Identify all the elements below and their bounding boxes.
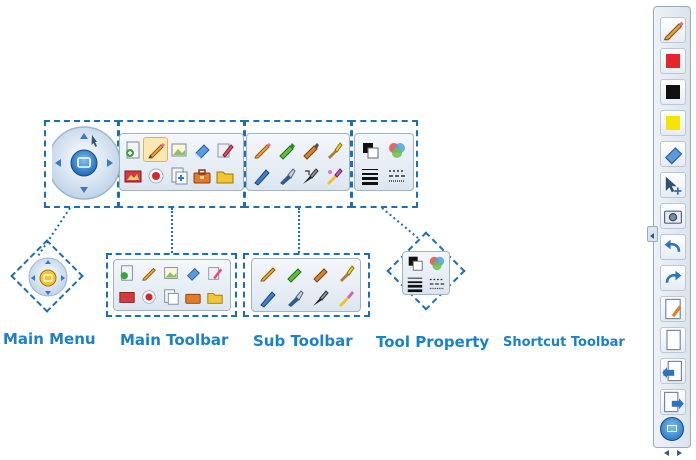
main-menu-dial[interactable] <box>47 123 121 203</box>
next-page-icon[interactable] <box>660 389 686 415</box>
line-style-icon[interactable] <box>428 275 446 293</box>
tool-property-top <box>354 133 414 191</box>
highlighter-icon[interactable] <box>284 263 304 283</box>
calligraphy-pen-icon[interactable] <box>300 166 320 186</box>
tool-property-bottom <box>402 251 450 295</box>
undo-icon[interactable] <box>660 234 686 260</box>
toolbox-icon[interactable] <box>192 166 212 186</box>
main-toolbar-top <box>119 133 244 191</box>
line-width-icon[interactable] <box>360 166 380 186</box>
pencil-selected-highlight <box>143 137 168 162</box>
sub-toolbar-label: Sub Toolbar <box>253 332 353 350</box>
sub-toolbar-dashed-region <box>243 120 353 208</box>
pencil-icon[interactable] <box>146 140 166 160</box>
camera-icon[interactable] <box>660 203 686 229</box>
marker-icon[interactable] <box>300 140 320 160</box>
main-toolbar-label: Main Toolbar <box>120 331 229 349</box>
brush-icon[interactable] <box>324 140 344 160</box>
main-toolbar-bottom <box>113 259 231 311</box>
main-menu-dial-small[interactable] <box>27 256 69 298</box>
tool-property-dashed-region <box>350 120 418 208</box>
new-page-icon[interactable] <box>118 264 136 282</box>
magic-brush-icon[interactable] <box>324 166 344 186</box>
open-document-icon[interactable] <box>660 296 686 322</box>
pen-edit-icon[interactable] <box>215 140 235 160</box>
picture-icon[interactable] <box>118 288 136 306</box>
collapse-tab-icon[interactable] <box>647 226 658 242</box>
chisel-pen-icon[interactable] <box>284 288 304 308</box>
connector-main-toolbar <box>171 208 173 253</box>
shortcut-toolbar-label: Shortcut Toolbar <box>503 335 625 350</box>
main-menu-label: Main Menu <box>3 330 96 348</box>
connector-tool-property <box>381 207 419 239</box>
calligraphy-pen-icon[interactable] <box>310 288 330 308</box>
record-icon[interactable] <box>140 288 158 306</box>
black-color-icon[interactable] <box>660 79 686 105</box>
eraser-icon[interactable] <box>660 141 686 167</box>
tool-property-label: Tool Property <box>376 333 490 351</box>
sub-toolbar-top <box>246 133 350 191</box>
sub-toolbar-dashed-box <box>243 253 370 317</box>
sub-toolbar-bottom <box>251 258 361 312</box>
image-frame-icon[interactable] <box>169 140 189 160</box>
document-icon[interactable] <box>162 288 180 306</box>
image-frame-icon[interactable] <box>162 264 180 282</box>
pen-icon[interactable] <box>258 288 278 308</box>
color-swatch-icon[interactable] <box>406 254 424 272</box>
pencil-icon[interactable] <box>660 17 686 43</box>
shortcut-toolbar <box>647 6 691 456</box>
eraser-icon[interactable] <box>184 264 202 282</box>
pen-edit-icon[interactable] <box>206 264 224 282</box>
pencil-icon[interactable] <box>252 140 272 160</box>
folder-icon[interactable] <box>206 288 224 306</box>
main-toolbar-dashed-box <box>106 253 237 317</box>
red-color-icon[interactable] <box>660 48 686 74</box>
pen-icon[interactable] <box>252 166 272 186</box>
pencil-icon[interactable] <box>140 264 158 282</box>
pencil-icon[interactable] <box>258 263 278 283</box>
color-swatch-icon[interactable] <box>360 140 380 160</box>
line-style-icon[interactable] <box>387 166 407 186</box>
magic-brush-icon[interactable] <box>336 288 356 308</box>
color-palette-icon[interactable] <box>428 254 446 272</box>
eraser-icon[interactable] <box>192 140 212 160</box>
previous-page-icon[interactable] <box>660 358 686 384</box>
record-icon[interactable] <box>146 166 166 186</box>
redo-icon[interactable] <box>660 265 686 291</box>
marker-icon[interactable] <box>310 263 330 283</box>
main-menu-icon[interactable] <box>660 417 684 441</box>
select-move-icon[interactable] <box>660 172 686 198</box>
line-width-icon[interactable] <box>406 275 424 293</box>
resize-arrows-icon[interactable] <box>664 441 682 456</box>
toolbox-icon[interactable] <box>184 288 202 306</box>
folder-icon[interactable] <box>215 166 235 186</box>
yellow-color-icon[interactable] <box>660 110 686 136</box>
blank-page-icon[interactable] <box>660 327 686 353</box>
document-icon[interactable] <box>169 166 189 186</box>
highlighter-icon[interactable] <box>276 140 296 160</box>
chisel-pen-icon[interactable] <box>276 166 296 186</box>
new-page-icon[interactable] <box>123 140 143 160</box>
brush-icon[interactable] <box>336 263 356 283</box>
color-palette-icon[interactable] <box>387 140 407 160</box>
picture-icon[interactable] <box>123 166 143 186</box>
connector-sub-toolbar <box>298 208 300 253</box>
